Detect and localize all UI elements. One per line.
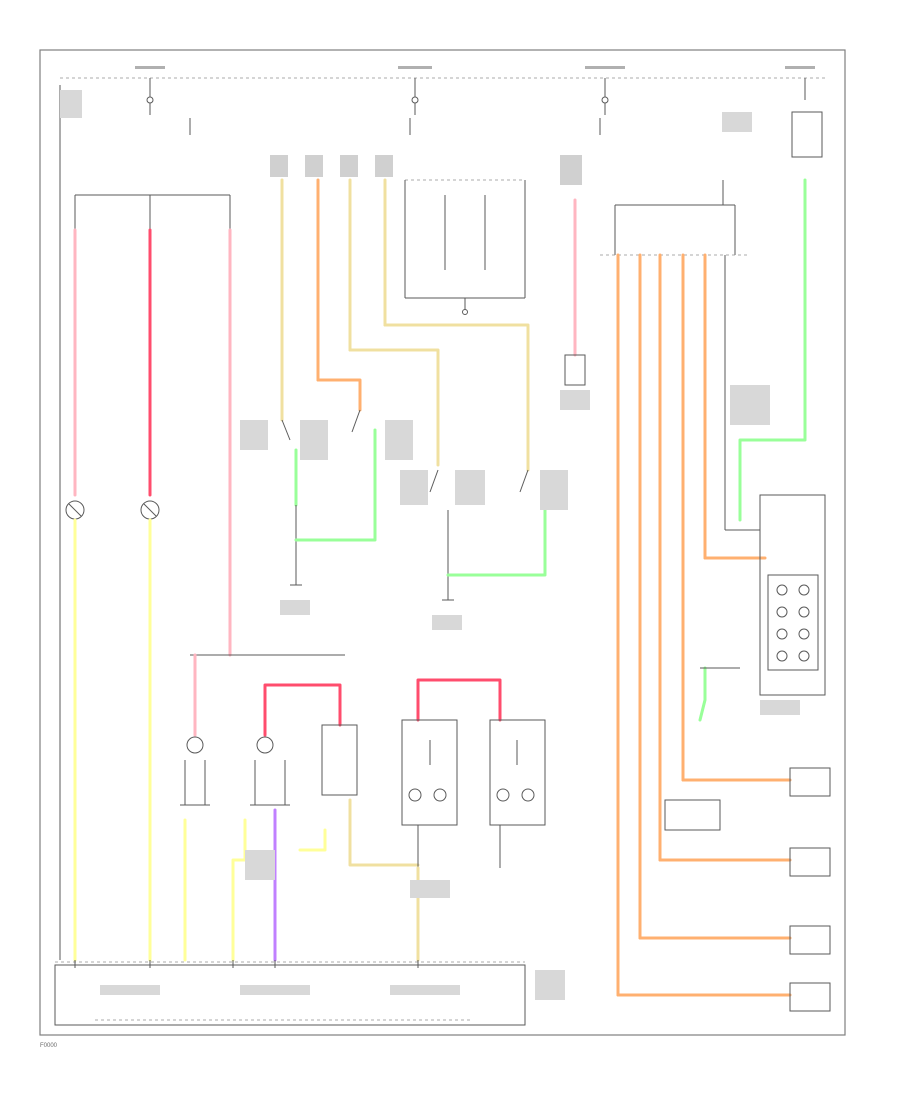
right-sensors [664, 767, 831, 1012]
module-center-right [564, 354, 586, 386]
cluster-housing [759, 494, 826, 696]
switch-block-a [401, 719, 458, 826]
left-lamps [65, 228, 232, 962]
switch-module-left [321, 724, 358, 796]
switch-blocks [401, 678, 546, 962]
center-switches [281, 409, 547, 601]
footer-code: F0000 [40, 1043, 58, 1049]
diagram-frame [39, 49, 846, 1036]
top-power-bus [60, 77, 825, 158]
control-module-box [54, 964, 526, 1026]
fine-print-labels [60, 66, 815, 1000]
switch-lamp-1 [186, 736, 204, 754]
switch-block-b [489, 719, 546, 826]
door-switch-group [280, 178, 586, 472]
cluster-module [759, 494, 826, 696]
left-branch-bus [59, 85, 231, 960]
switch-lamp-2 [256, 736, 274, 754]
right-connectors [600, 178, 807, 997]
bottom-module [54, 960, 526, 1026]
lower-switch-group [180, 653, 420, 962]
relay-box-top-right [791, 111, 823, 158]
